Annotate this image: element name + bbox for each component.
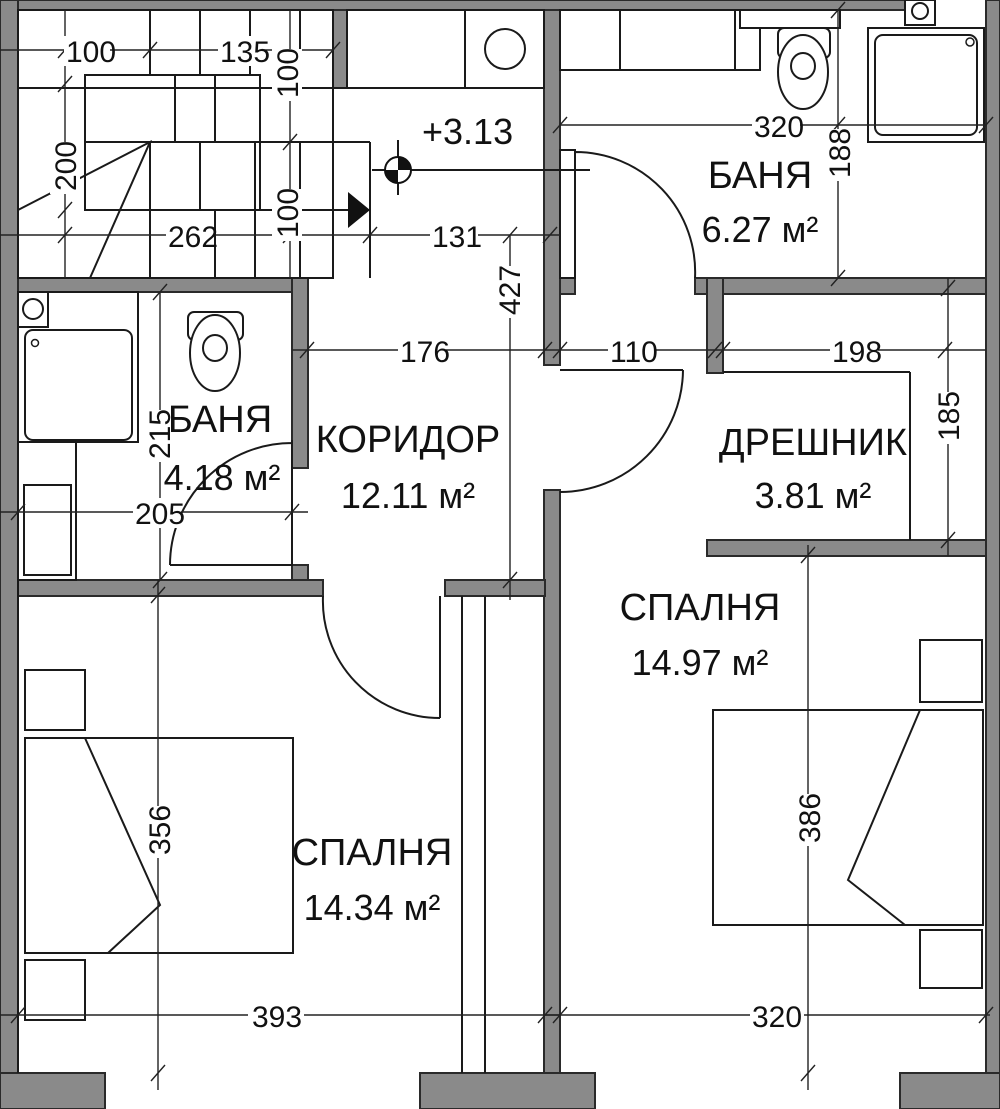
wall-wardrobe-bottom (706, 539, 987, 557)
room-area-bed-left: 14.34 м² (304, 887, 441, 928)
washer (346, 9, 545, 89)
stair-arrow-icon (348, 192, 370, 228)
room-name-bath-left: БАНЯ (168, 399, 272, 441)
dim-bed-left-h: 356 (144, 805, 177, 855)
partitions (17, 371, 911, 1073)
wall-outer-right (985, 0, 1000, 1109)
dim-bed-right-w: 320 (752, 1001, 802, 1034)
dim-stair-len: 262 (168, 221, 218, 254)
bath-left-fixtures (17, 291, 244, 581)
dim-corridor-h: 427 (494, 265, 527, 315)
room-area-bath-top: 6.27 м² (702, 209, 819, 250)
dim-bath-top-h: 188 (824, 128, 857, 178)
wall-bedroom-left-top-a (17, 579, 324, 597)
dim-wardrobe-h: 185 (933, 391, 966, 441)
room-area-corridor: 12.11 м² (341, 475, 475, 516)
room-name-wardrobe: ДРЕШНИК (719, 422, 907, 464)
room-name-bath-top: БАНЯ (708, 155, 812, 197)
bed-right (712, 639, 984, 989)
wall-outer-bottom-left (0, 1072, 106, 1109)
toilet-icon (777, 27, 831, 110)
dim-bath-left-w: 205 (135, 498, 185, 531)
dim-bath-top-w: 320 (754, 111, 804, 144)
wall-outer-bottom-right (899, 1072, 1000, 1109)
wall-center-lower (543, 489, 561, 1074)
dim-corridor-top: 131 (432, 221, 482, 254)
door-bath-left (169, 440, 293, 566)
room-area-bed-right: 14.97 м² (632, 642, 769, 683)
level-marker: +3.13 (372, 111, 590, 195)
door-bed-left (321, 595, 441, 720)
room-name-corridor: КОРИДОР (316, 419, 501, 461)
dim-bed-left-w: 393 (252, 1001, 302, 1034)
staircase (17, 9, 371, 279)
wall-bath-top-bottom-a (559, 277, 576, 295)
dim-landing-2: 100 (272, 188, 305, 238)
dim-wardrobe-w: 198 (832, 336, 882, 369)
door-bath-top (574, 150, 697, 279)
dimension-labels: 100 135 262 131 320 176 110 198 205 393 … (50, 36, 966, 1034)
wall-stair-right (332, 9, 348, 89)
room-labels: БАНЯ 6.27 м² БАНЯ 4.18 м² КОРИДОР 12.11 … (164, 155, 907, 928)
wall-bedroom-left-top-b (444, 579, 546, 597)
wall-bath-left-right (291, 277, 309, 469)
dim-corridor-w: 176 (400, 336, 450, 369)
dim-stair-w1: 100 (66, 36, 116, 69)
dim-wardrobe-gap: 110 (610, 336, 658, 369)
room-name-bed-right: СПАЛНЯ (620, 587, 781, 629)
wall-center-upper (543, 9, 561, 366)
wall-stair-bottom (17, 277, 309, 293)
room-area-wardrobe: 3.81 м² (755, 475, 872, 516)
dim-stair-w2: 135 (220, 36, 270, 69)
wall-bath-top-bottom-b (694, 277, 987, 295)
wall-wardrobe-left (706, 277, 724, 374)
wall-outer-bottom-mid (419, 1072, 596, 1109)
doors (169, 150, 697, 720)
door-wardrobe (559, 369, 684, 493)
toilet-icon (187, 311, 244, 392)
dim-bath-left-h: 215 (144, 409, 177, 459)
dim-bed-right-h: 386 (794, 793, 827, 843)
level-label: +3.13 (422, 111, 513, 152)
dim-landing-1: 100 (272, 48, 305, 98)
room-area-bath-left: 4.18 м² (164, 457, 281, 498)
bath-top-fixtures (559, 0, 985, 279)
wall-outer-top (0, 0, 906, 11)
wall-outer-left (0, 0, 19, 1109)
room-name-bed-left: СПАЛНЯ (292, 832, 453, 874)
dim-stair-h: 200 (50, 141, 83, 191)
